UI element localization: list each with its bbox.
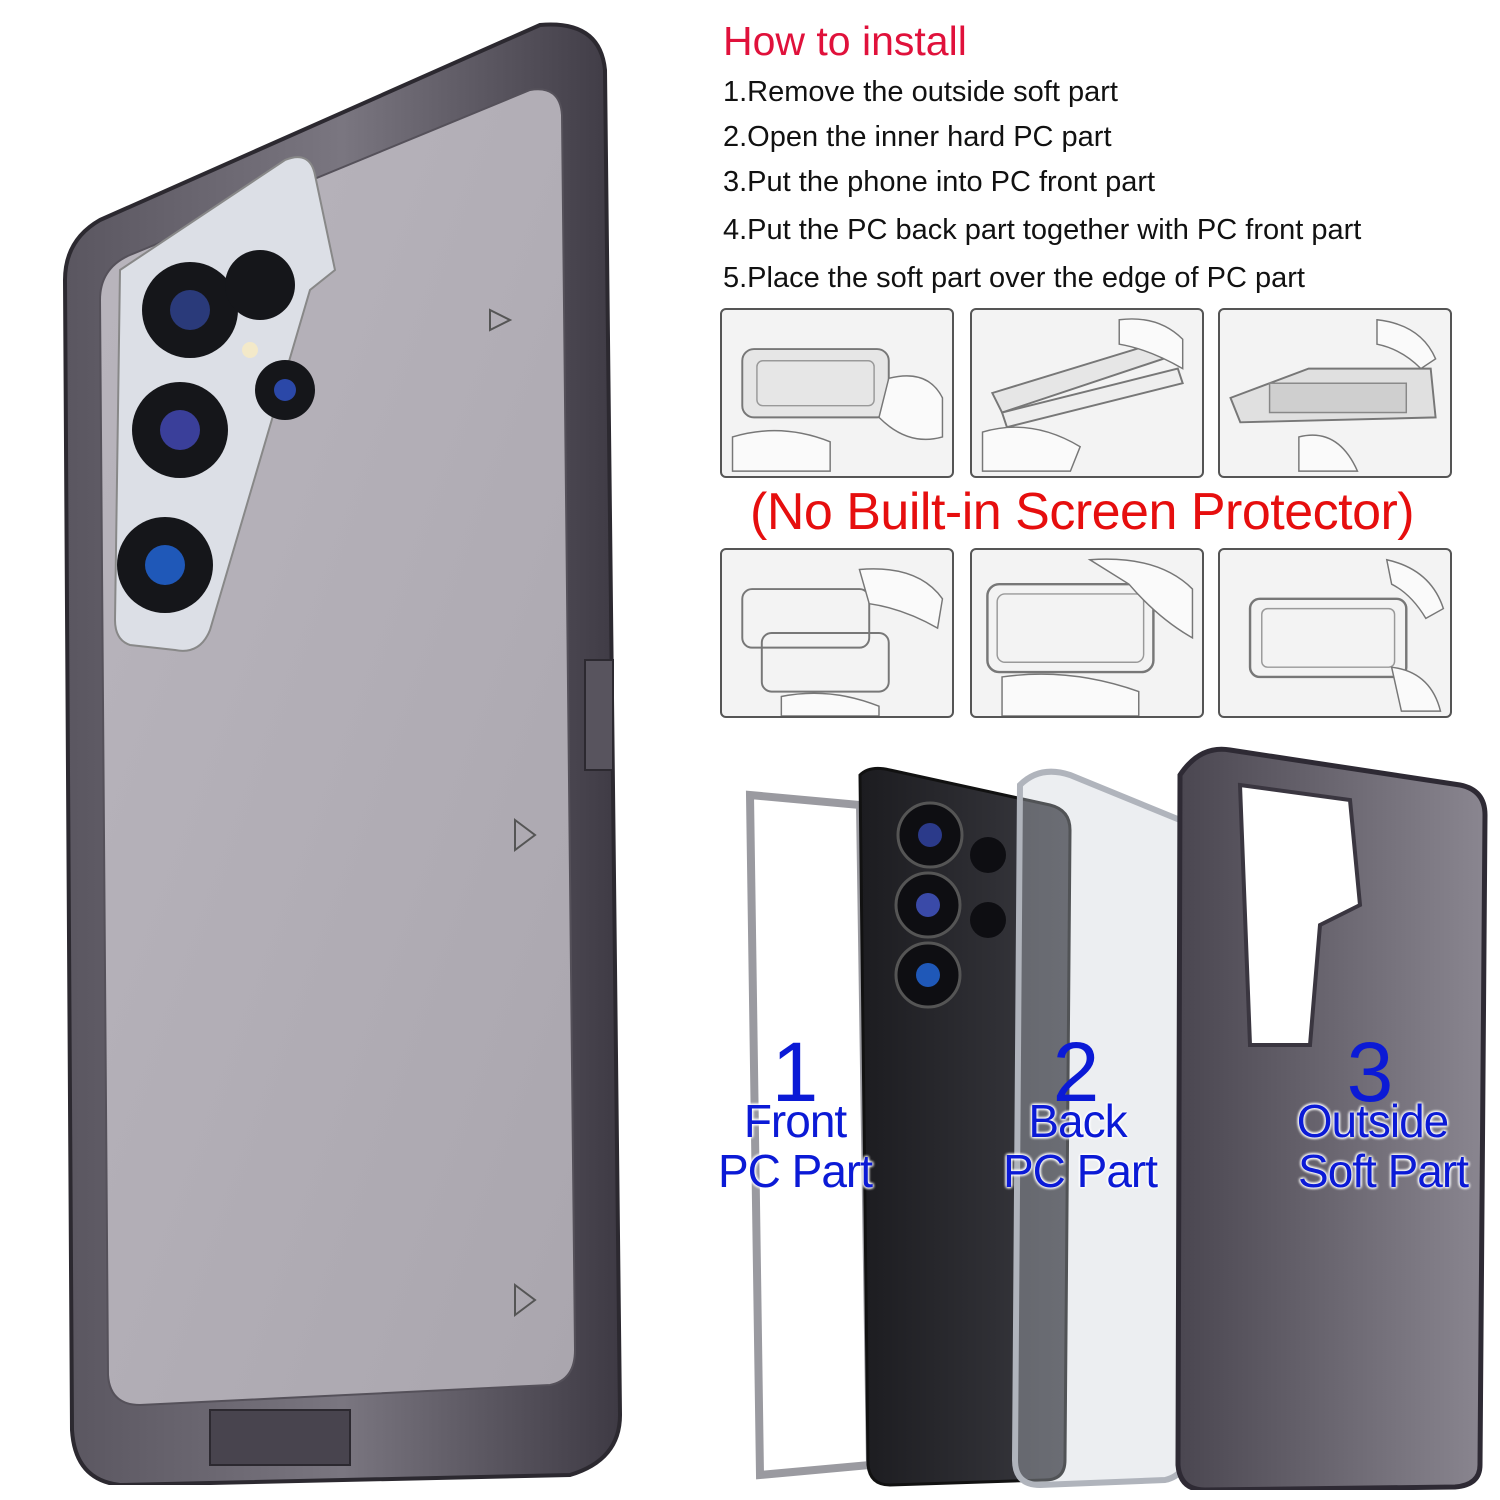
illustration-open-hard-part [970,308,1204,478]
install-step-3: 3.Put the phone into PC front part [723,166,1156,198]
part-2-label-line1: Back [1028,1095,1127,1147]
part-2-label-line2: PC Part [1002,1145,1158,1197]
illustration-press-together [970,548,1204,718]
part-1-label-line1: Front [743,1095,847,1147]
camera-lens-group [117,250,315,613]
install-step-4: 4.Put the PC back part together with PC … [723,214,1362,246]
part-3-number: 3 [1346,1025,1394,1119]
install-step-5: 5.Place the soft part over the edge of P… [723,262,1305,294]
illustration-place-soft-part [1218,548,1452,718]
exploded-parts-image [710,745,1500,1493]
hero-case-image [60,20,650,1488]
part-3-label-line2: Soft Part [1298,1145,1469,1197]
part-1-number: 1 [771,1025,819,1119]
illustration-attach-back-part [720,548,954,718]
part-3-label-line1: Outside [1296,1095,1450,1147]
illustration-phone-into-front [1218,308,1452,478]
install-title: How to install [723,18,967,64]
no-screen-protector-warning: (No Built-in Screen Protector) [750,483,1415,541]
install-step-1: 1.Remove the outside soft part [723,76,1118,108]
part-1-label-line2: PC Part [717,1145,873,1197]
illustration-remove-soft-part [720,308,954,478]
install-step-2: 2.Open the inner hard PC part [723,121,1112,153]
part-2-number: 2 [1052,1025,1100,1119]
